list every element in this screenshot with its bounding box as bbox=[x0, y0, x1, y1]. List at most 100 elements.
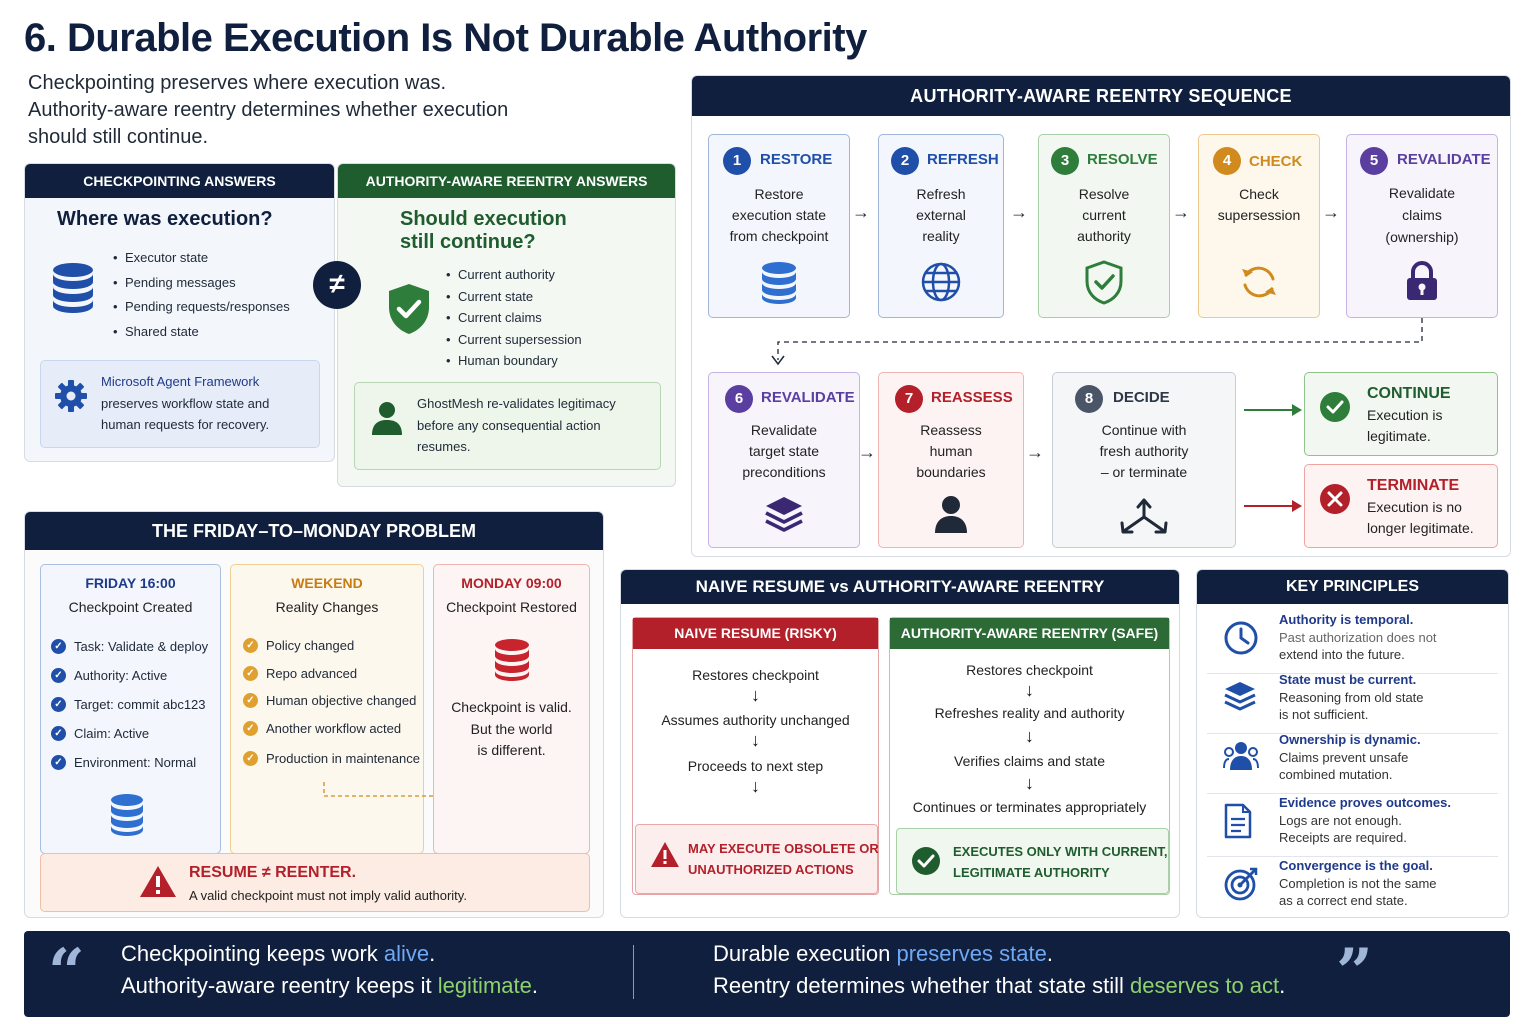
arrow-down-icon: ↓ bbox=[1025, 680, 1034, 700]
text-line: Checkpoint is valid. bbox=[451, 699, 572, 715]
shield-check-icon bbox=[389, 284, 429, 334]
gear-icon bbox=[55, 380, 87, 412]
warning-line: MAY EXECUTE OBSOLETE OR bbox=[688, 841, 879, 856]
text-span: Reentry determines whether that state st… bbox=[713, 973, 1130, 998]
check-icon: ✓ bbox=[243, 721, 258, 736]
outcome-continue: CONTINUE Execution is legitimate. bbox=[1304, 372, 1498, 456]
check-icon: ✓ bbox=[51, 755, 66, 770]
flow-step: Verifies claims and state bbox=[954, 753, 1105, 769]
desc-line: Claims prevent unsafe bbox=[1279, 750, 1409, 765]
intro-line: Authority-aware reentry determines wheth… bbox=[28, 99, 509, 121]
x-circle-icon bbox=[1320, 484, 1350, 514]
authority-header: AUTHORITY-AWARE REENTRY ANSWERS bbox=[338, 164, 675, 198]
text-span: . bbox=[1279, 973, 1286, 998]
split-icon bbox=[1120, 498, 1168, 534]
note-line: resumes. bbox=[417, 439, 471, 454]
database-icon bbox=[53, 263, 93, 313]
step-title: REFRESH bbox=[927, 151, 999, 168]
users-icon bbox=[1223, 742, 1259, 770]
item-text: Production in maintenance bbox=[266, 751, 420, 766]
list-item: Current authority bbox=[446, 264, 582, 286]
step-desc: Check supersession bbox=[1199, 184, 1319, 226]
desc-line: Restore bbox=[754, 186, 804, 202]
check-icon: ✓ bbox=[51, 668, 66, 683]
desc-line: from checkpoint bbox=[729, 228, 829, 244]
step-restore: 1 RESTORE Restore execution state from c… bbox=[708, 134, 850, 318]
highlight-span: deserves to act bbox=[1129, 973, 1280, 998]
step-number: 5 bbox=[1360, 147, 1388, 175]
principle-item: Convergence is the goal. Completion is n… bbox=[1197, 858, 1508, 917]
desc-line: is not sufficient. bbox=[1279, 707, 1369, 722]
list-item: ✓Target: commit abc123 bbox=[51, 697, 206, 712]
authority-reentry-card: AUTHORITY-AWARE REENTRY (SAFE) Restores … bbox=[889, 617, 1170, 895]
flow-step: Continues or terminates appropriately bbox=[912, 799, 1147, 815]
principle-desc: Completion is not the same as a correct … bbox=[1279, 875, 1437, 909]
desc-line: Reassess bbox=[920, 422, 982, 438]
highlight-span: legitimate bbox=[437, 973, 532, 998]
result-line: EXECUTES ONLY WITH CURRENT, bbox=[953, 844, 1168, 859]
note-line: preserves workflow state and bbox=[101, 395, 270, 411]
layers-icon bbox=[765, 497, 803, 532]
checkpointing-panel: CHECKPOINTING ANSWERS Where was executio… bbox=[24, 163, 335, 462]
desc-line: Execution is no bbox=[1367, 499, 1462, 515]
result-line: LEGITIMATE AUTHORITY bbox=[953, 865, 1110, 880]
desc-line: Logs are not enough. bbox=[1279, 813, 1402, 828]
desc-line: combined mutation. bbox=[1279, 767, 1393, 782]
principle-title: Ownership is dynamic. bbox=[1279, 732, 1421, 747]
step-number: 8 bbox=[1075, 385, 1103, 413]
principle-item: Evidence proves outcomes. Logs are not e… bbox=[1197, 795, 1508, 857]
arrow-right-icon: → bbox=[858, 442, 876, 462]
principle-desc: Claims prevent unsafe combined mutation. bbox=[1279, 749, 1408, 783]
authority-panel: AUTHORITY-AWARE REENTRY ANSWERS Should e… bbox=[337, 163, 676, 487]
arrow-right-icon: → bbox=[1026, 442, 1044, 462]
note-line: GhostMesh re-validates legitimacy bbox=[417, 396, 616, 411]
principle-desc: Logs are not enough. Receipts are requir… bbox=[1279, 812, 1407, 846]
list-item: Current claims bbox=[446, 307, 582, 329]
friday-panel: THE FRIDAY–TO–MONDAY PROBLEM FRIDAY 16:0… bbox=[24, 511, 604, 918]
database-icon bbox=[111, 794, 143, 836]
warning-line: UNAUTHORIZED ACTIONS bbox=[688, 862, 854, 877]
flow-step: Refreshes reality and authority bbox=[934, 705, 1125, 721]
refresh-icon bbox=[1242, 266, 1276, 298]
check-icon: ✓ bbox=[243, 751, 258, 766]
principle-title: Convergence is the goal. bbox=[1279, 858, 1433, 873]
column-title: WEEKEND bbox=[291, 575, 363, 591]
step-number: 7 bbox=[895, 385, 923, 413]
desc-line: execution state bbox=[731, 207, 827, 223]
not-equal-badge: ≠ bbox=[313, 261, 361, 309]
list-item: Current supersession bbox=[446, 329, 582, 351]
outcome-desc: Execution is no longer legitimate. bbox=[1367, 497, 1474, 539]
authority-note: GhostMesh re-validates legitimacy before… bbox=[354, 382, 661, 470]
step-title: DECIDE bbox=[1113, 389, 1170, 406]
desc-line: claims bbox=[1402, 207, 1442, 223]
text-span: Durable execution bbox=[713, 941, 897, 966]
text-line: But the world bbox=[470, 720, 553, 737]
intro-line: should still continue. bbox=[28, 126, 209, 148]
list-item: Pending messages bbox=[113, 271, 290, 296]
person-icon bbox=[372, 402, 402, 435]
step-desc: Continue with fresh authority – or termi… bbox=[1053, 420, 1235, 483]
comparison-panel: NAIVE RESUME vs AUTHORITY-AWARE REENTRY … bbox=[620, 569, 1180, 918]
step-number: 2 bbox=[891, 147, 919, 175]
arrow-right-icon: → bbox=[1322, 202, 1340, 222]
principle-item: State must be current. Reasoning from ol… bbox=[1197, 672, 1508, 734]
desc-line: external bbox=[916, 207, 966, 223]
arrow-right-icon: → bbox=[1172, 202, 1190, 222]
flow-step: Restores checkpoint bbox=[966, 662, 1093, 678]
comparison-header: NAIVE RESUME vs AUTHORITY-AWARE REENTRY bbox=[621, 570, 1179, 604]
step-reassess: 7 REASSESS Reassess human boundaries bbox=[878, 372, 1024, 548]
principle-item: Ownership is dynamic. Claims prevent uns… bbox=[1197, 732, 1508, 794]
checkpointing-header: CHECKPOINTING ANSWERS bbox=[25, 164, 334, 198]
list-item: Current state bbox=[446, 286, 582, 308]
note-line: human requests for recovery. bbox=[101, 417, 270, 432]
step-desc: Restore execution state from checkpoint bbox=[709, 184, 849, 247]
weekend-column: WEEKEND Reality Changes ✓Policy changed … bbox=[230, 564, 424, 854]
step-title: RESTORE bbox=[760, 151, 833, 168]
desc-line: Revalidate bbox=[750, 422, 818, 438]
column-subtitle: Checkpoint Restored bbox=[446, 599, 577, 615]
globe-icon bbox=[921, 262, 961, 302]
step-title: REVALIDATE bbox=[761, 389, 855, 406]
principle-title: Authority is temporal. bbox=[1279, 612, 1414, 627]
step-revalidate-claims: 5 REVALIDATE Revalidate claims (ownershi… bbox=[1346, 134, 1498, 318]
desc-line: reality bbox=[922, 228, 960, 244]
